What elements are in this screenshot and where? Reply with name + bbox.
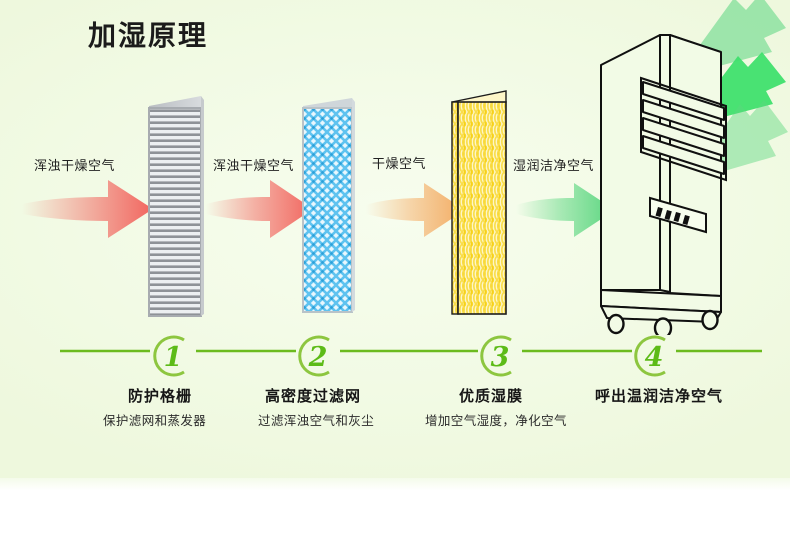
step-marker-1: 1 [153, 335, 185, 377]
step-title-2: 高密度过滤网 [265, 387, 362, 405]
step-marker-2: 2 [298, 335, 330, 377]
step-number-4: 4 [645, 342, 664, 373]
step-desc-2: 过滤浑浊空气和灰尘 [258, 413, 375, 428]
arrow-turbid-dry-air-1 [22, 180, 153, 238]
bottom-white-band [0, 478, 790, 535]
high-density-filter-panel [302, 98, 355, 313]
air-label-dry-air: 干燥空气 [372, 157, 427, 172]
step-title-4: 呼出温润洁净空气 [595, 387, 724, 405]
step-desc-1: 保护滤网和蒸发器 [103, 413, 207, 428]
step-marker-3: 3 [480, 335, 512, 377]
caster-middle [653, 317, 673, 335]
protective-grille-panel [148, 96, 204, 317]
page-title: 加湿原理 [88, 19, 209, 52]
arrow-dry-air [366, 183, 465, 237]
wet-membrane-panel [451, 90, 507, 315]
air-label-turbid-dry-1: 浑浊干燥空气 [34, 159, 116, 174]
step-number-1: 1 [164, 342, 183, 373]
step-title-1: 防护格栅 [128, 387, 193, 405]
process-timeline [60, 349, 762, 353]
air-label-humid-clean-air: 湿润洁净空气 [513, 159, 595, 174]
air-label-turbid-dry-2: 浑浊干燥空气 [213, 159, 295, 174]
step-marker-4: 4 [634, 335, 666, 377]
vent-louvers [642, 81, 725, 175]
caster-right [701, 309, 719, 331]
humidifier-unit [600, 34, 727, 335]
arrow-turbid-dry-air-2 [206, 180, 313, 238]
arrow-humid-clean-air [516, 183, 615, 237]
caster-left [607, 313, 625, 335]
step-desc-3: 增加空气湿度，净化空气 [425, 413, 567, 428]
control-display [649, 196, 707, 234]
step-number-2: 2 [308, 342, 328, 373]
step-title-3: 优质湿膜 [459, 387, 524, 405]
step-number-3: 3 [491, 342, 510, 373]
